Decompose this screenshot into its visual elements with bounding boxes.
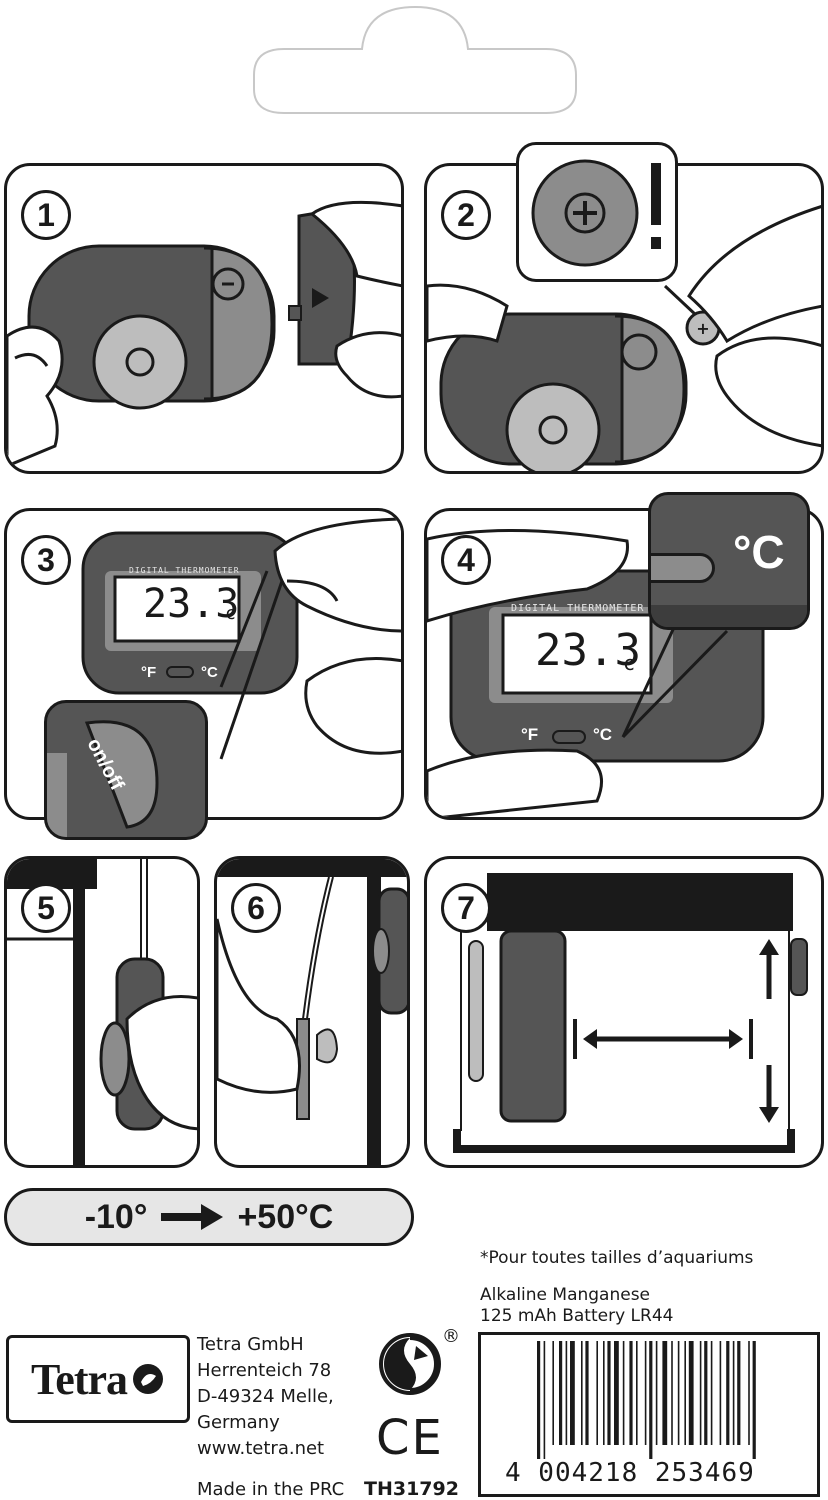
step-1-panel: 1: [4, 163, 404, 474]
fish-emblem-icon: [133, 1364, 164, 1394]
sensor-placement-illustration: [217, 859, 407, 1165]
temperature-reading: 23.3: [535, 625, 641, 676]
made-in-text: Made in the PRC: [197, 1479, 345, 1500]
step-7-panel: Tetra 7: [424, 856, 824, 1168]
slide-switch: [651, 553, 715, 583]
step-6-panel: 6: [214, 856, 410, 1168]
registered-mark: ®: [442, 1326, 460, 1347]
barcode-bar: [655, 1341, 658, 1445]
address-line: D-49324 Melle,: [197, 1386, 334, 1407]
green-dot-recycling-icon: [379, 1333, 441, 1395]
barcode-bar: [737, 1341, 741, 1445]
arrow-right-icon: [161, 1204, 224, 1230]
device-label: DIGITAL THERMOMETER: [129, 566, 240, 575]
address-line: Herrenteich 78: [197, 1360, 332, 1381]
tank-brand-mark: Tetra: [747, 1137, 768, 1147]
address-line: Germany: [197, 1412, 280, 1433]
hang-tab-outline: [253, 5, 577, 114]
barcode-bar: [662, 1341, 668, 1445]
celsius-label: °C: [593, 725, 613, 744]
barcode-bar: [614, 1341, 619, 1445]
barcode-bar: [603, 1341, 605, 1445]
barcode: 4 004218 253469: [478, 1332, 820, 1497]
website-text: www.tetra.net: [197, 1438, 325, 1459]
fahrenheit-label: °F: [521, 725, 539, 744]
celsius-callout-label: °C: [733, 526, 785, 578]
barcode-bars: [537, 1341, 756, 1459]
step-number-badge: 7: [441, 883, 491, 933]
barcode-bar: [552, 1341, 554, 1445]
barcode-bar: [543, 1341, 546, 1459]
barcode-bar: [699, 1341, 702, 1445]
barcode-bar: [581, 1341, 583, 1445]
barcode-bar: [559, 1341, 563, 1445]
barcode-bar: [752, 1341, 756, 1459]
battery-cover-removal-illustration: [7, 200, 401, 468]
lcd-unit-mark: c: [623, 651, 636, 675]
battery-insertion-illustration: +: [427, 205, 821, 471]
device-label: DIGITAL THERMOMETER: [511, 603, 645, 614]
power-on-illustration: [81, 517, 401, 760]
tetra-logo: Tetra: [6, 1335, 190, 1423]
celsius-switch-callout: °C: [648, 492, 810, 630]
step-5-panel: 5: [4, 856, 200, 1168]
barcode-bar: [629, 1341, 633, 1445]
manufacturer-address: Tetra GmbH Herrenteich 78 D-49324 Melle,…: [197, 1332, 334, 1462]
barcode-bar: [570, 1341, 575, 1445]
barcode-bar: [688, 1341, 694, 1445]
battery-info-line2: 125 mAh Battery LR44: [480, 1306, 674, 1326]
lcd-unit-mark: c: [225, 603, 236, 624]
battery-polarity-callout: [516, 142, 678, 282]
step-4-panel: DIGITAL THERMOMETER 23.3 c °F °C 4: [424, 508, 824, 820]
step-number-badge: 2: [441, 190, 491, 240]
barcode-bar: [585, 1341, 589, 1445]
barcode-bar: [649, 1341, 653, 1459]
barcode-bar: [565, 1341, 568, 1445]
step-number-badge: 1: [21, 190, 71, 240]
on-off-button-icon: [47, 720, 159, 837]
barcode-bar: [596, 1341, 598, 1445]
fahrenheit-label: °F: [141, 664, 157, 681]
barcode-bar: [704, 1341, 708, 1445]
temperature-range-badge: -10° +50°C: [4, 1188, 414, 1246]
ce-mark-icon: CE: [376, 1410, 444, 1466]
barcode-bar: [677, 1341, 680, 1445]
mount-on-glass-illustration: [7, 859, 197, 1165]
celsius-label: °C: [201, 664, 218, 681]
product-code: TH31792: [364, 1478, 459, 1500]
aquarium-size-note: *Pour toutes tailles d’aquariums: [480, 1248, 754, 1268]
address-line: Tetra GmbH: [197, 1334, 304, 1355]
range-min: -10°: [84, 1197, 148, 1236]
step-number-badge: 3: [21, 535, 71, 585]
barcode-bar: [622, 1341, 625, 1445]
barcode-bar: [719, 1341, 722, 1445]
barcode-digits: 4 004218 253469: [505, 1458, 755, 1488]
step-number-badge: 4: [441, 535, 491, 585]
barcode-bar: [671, 1341, 673, 1445]
step-number-badge: 6: [231, 883, 281, 933]
barcode-bar: [636, 1341, 638, 1445]
celsius-callout-frame: [651, 605, 807, 627]
temperature-reading: 23.3: [143, 581, 240, 627]
battery-info-line1: Alkaline Manganese: [480, 1285, 651, 1305]
barcode-bar: [537, 1341, 541, 1459]
aquarium-placement-illustration: [453, 873, 808, 1153]
on-off-button-callout: on/off: [44, 700, 208, 840]
battery-plus-side-icon: [531, 159, 661, 267]
barcode-bar: [644, 1341, 647, 1445]
range-max: +50°C: [237, 1197, 334, 1236]
step-number-badge: 5: [21, 883, 71, 933]
barcode-bar: [748, 1341, 750, 1445]
barcode-bar: [726, 1341, 730, 1445]
barcode-bar: [710, 1341, 713, 1445]
barcode-bar: [607, 1341, 611, 1445]
logo-wordmark: Tetra: [30, 1354, 128, 1404]
svg-text:+: +: [696, 319, 709, 338]
barcode-bar: [732, 1341, 735, 1445]
barcode-bar: [684, 1341, 686, 1445]
